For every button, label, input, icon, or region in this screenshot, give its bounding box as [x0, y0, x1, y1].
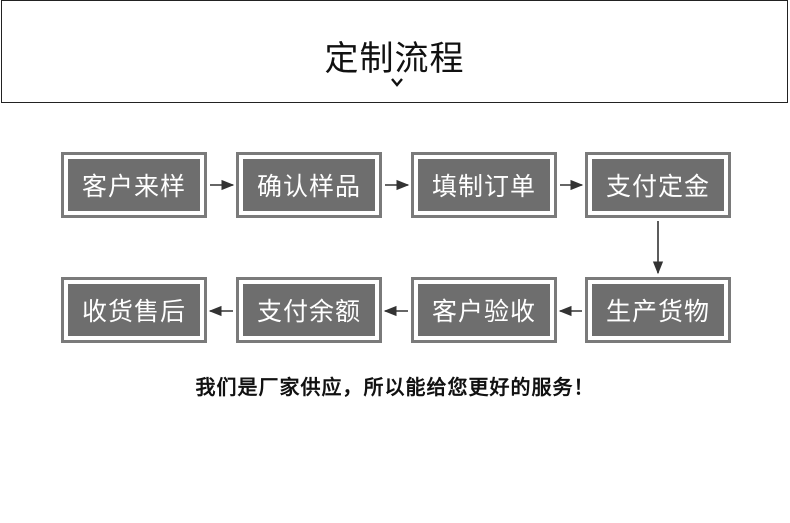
- step-label: 支付余额: [243, 284, 375, 336]
- step-produce-goods: 生产货物: [585, 277, 731, 343]
- step-confirm-sample: 确认样品: [236, 152, 382, 218]
- page-title: 定制流程: [324, 39, 465, 79]
- step-label: 确认样品: [243, 159, 375, 211]
- step-label: 收货售后: [68, 284, 200, 336]
- step-label: 填制订单: [418, 159, 550, 211]
- step-after-sales: 收货售后: [61, 277, 207, 343]
- chevron-down-icon: [391, 78, 403, 87]
- tagline: 我们是厂家供应，所以能给您更好的服务！: [195, 375, 595, 399]
- step-customer-acceptance: 客户验收: [411, 277, 557, 343]
- step-label: 支付定金: [592, 159, 724, 211]
- step-label: 生产货物: [592, 284, 724, 336]
- step-fill-order: 填制订单: [411, 152, 557, 218]
- header-banner: 定制流程: [1, 0, 788, 103]
- step-pay-deposit: 支付定金: [585, 152, 731, 218]
- step-pay-balance: 支付余额: [236, 277, 382, 343]
- step-customer-sample: 客户来样: [61, 152, 207, 218]
- step-label: 客户来样: [68, 159, 200, 211]
- step-label: 客户验收: [418, 284, 550, 336]
